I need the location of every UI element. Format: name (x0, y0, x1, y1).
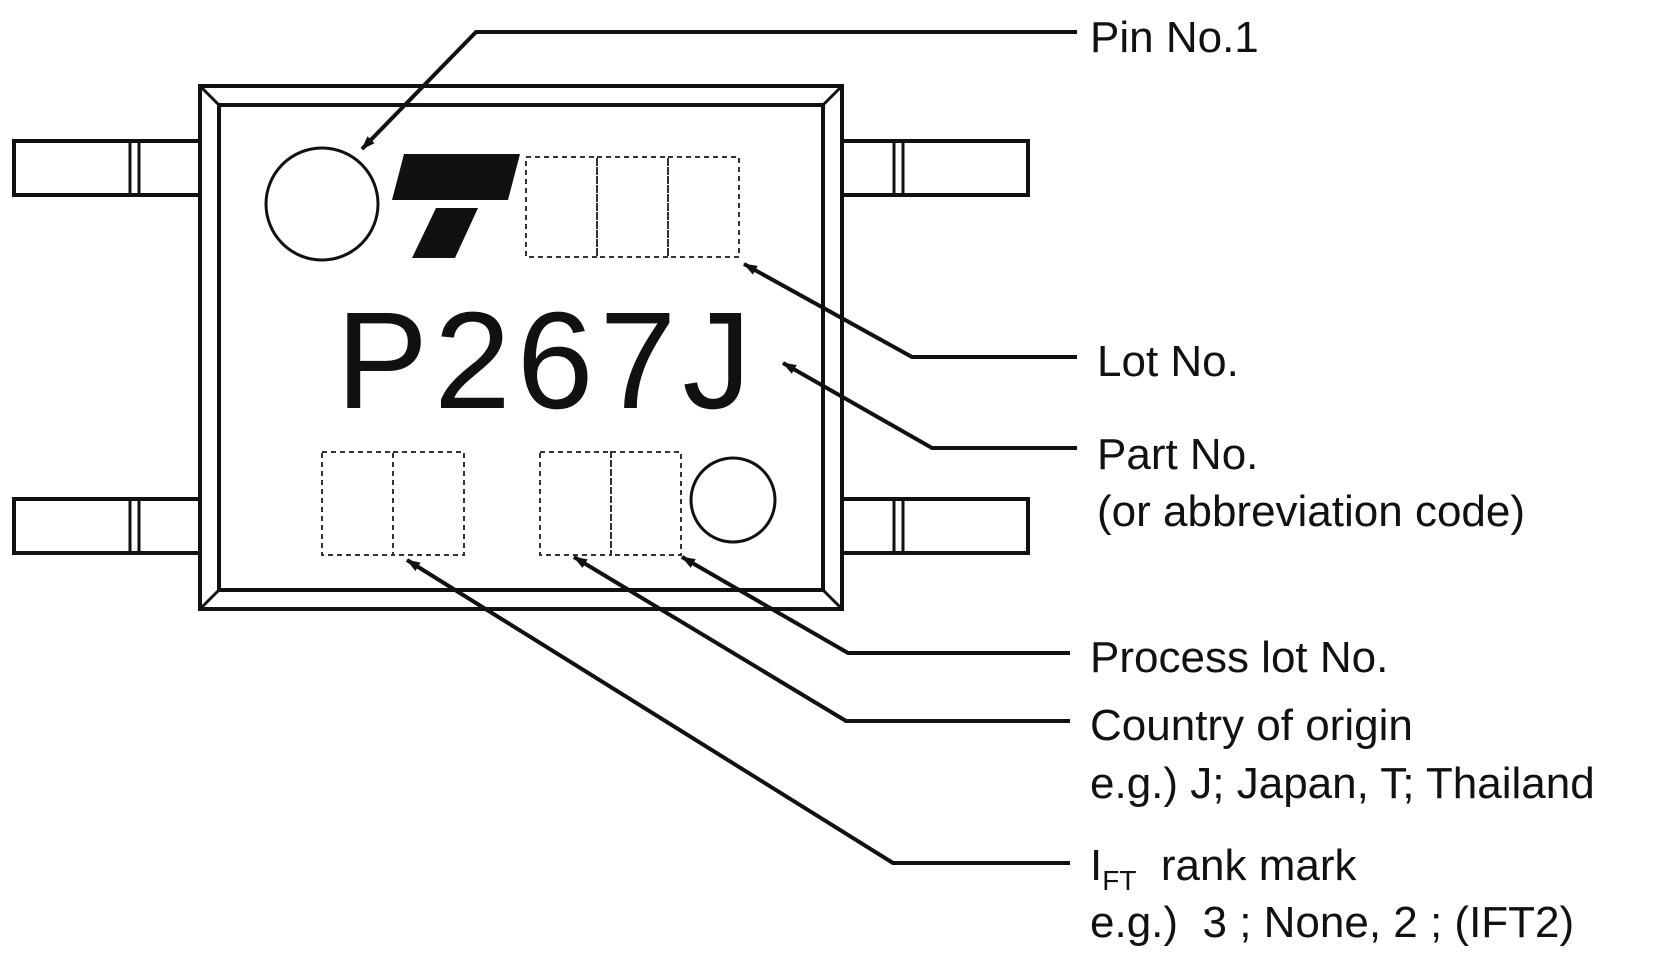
ift-rank-leader-arrow (405, 558, 1070, 865)
part-sublabel: (or abbreviation code) (1097, 487, 1525, 536)
lead-top-right (838, 139, 1030, 197)
country-leader-arrow (572, 555, 1070, 723)
lead-top-left (12, 139, 202, 197)
lot-label: Lot No. (1097, 337, 1239, 386)
country-label: Country of origin (1090, 701, 1413, 750)
lot-number-boxes (525, 156, 740, 258)
ift-rank-label-main: I (1090, 841, 1102, 890)
ift-rank-example: e.g.) 3 ; None, 2 ; (IFT2) (1090, 898, 1574, 947)
pin1-indicator-circle (264, 146, 380, 262)
ift-rank-label: IFT rank mark (1090, 841, 1357, 896)
process-lot-label: Process lot No. (1090, 633, 1388, 682)
lot-leader-arrow (743, 262, 1077, 359)
lead-bottom-right (838, 497, 1030, 555)
process-lot-leader-arrow (680, 555, 1070, 655)
toshiba-t-logo-icon (392, 154, 520, 258)
country-example: e.g.) J; Japan, T; Thailand (1090, 759, 1595, 808)
part-leader-arrow (782, 361, 1077, 450)
ift-rank-label-subscript: FT (1102, 865, 1136, 896)
ift-rank-boxes (321, 451, 465, 556)
secondary-indicator-circle (689, 456, 777, 544)
pin1-label: Pin No.1 (1090, 13, 1259, 62)
lead-bottom-left (12, 497, 202, 555)
pin1-leader-arrow (360, 30, 1077, 151)
ift-rank-label-rest: rank mark (1136, 841, 1357, 890)
part-number-text: P267J (336, 284, 757, 438)
part-label: Part No. (1097, 430, 1258, 479)
origin-process-boxes (539, 451, 682, 556)
